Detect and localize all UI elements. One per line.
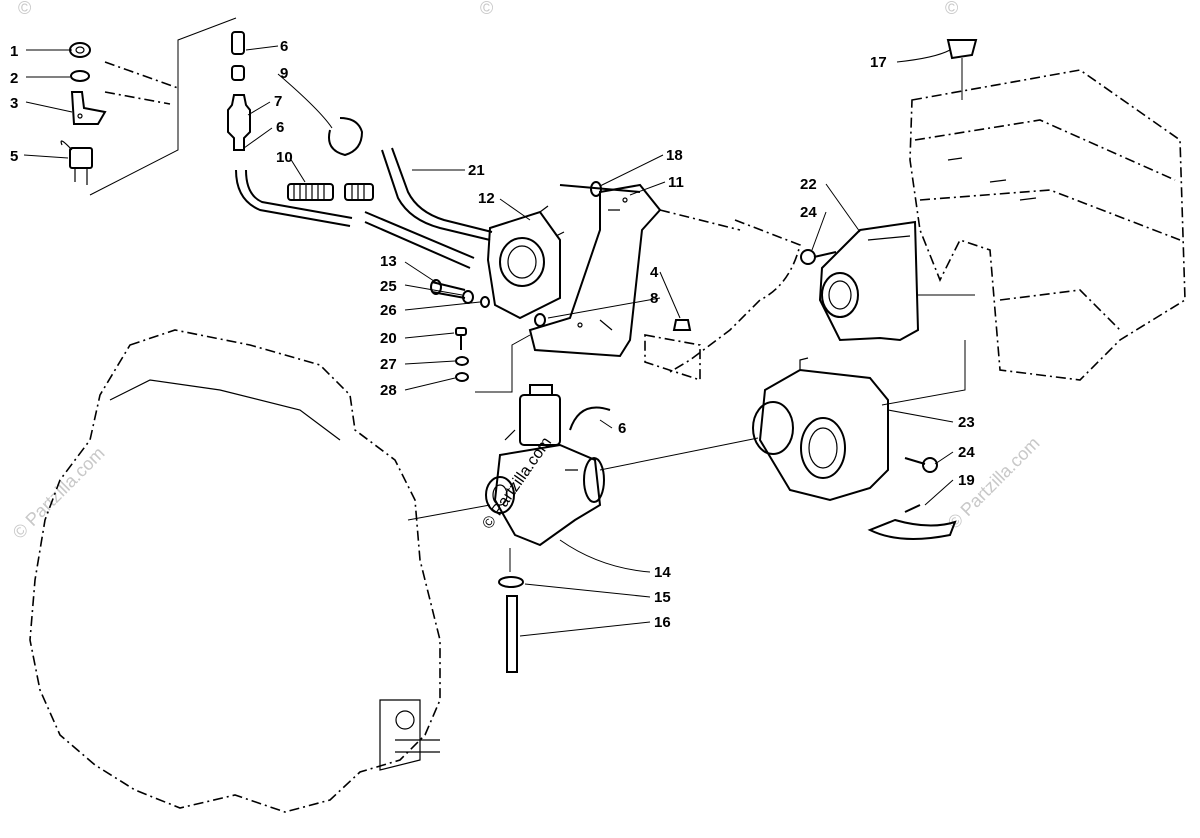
callout-15: 15	[654, 589, 671, 606]
callout-9: 9	[280, 65, 288, 82]
callout-14: 14	[654, 564, 671, 581]
part-24-screw-lower	[904, 457, 938, 473]
callout-6: 6	[618, 420, 626, 437]
airbox-housing-phantom	[909, 69, 1186, 381]
leader-lines	[23, 45, 954, 637]
callout-1: 1	[10, 43, 18, 60]
part-15-clamp	[498, 576, 524, 588]
fuel-hose	[235, 169, 351, 227]
callout-26: 26	[380, 302, 397, 319]
part-4-nut	[672, 319, 692, 331]
callout-17: 17	[870, 54, 887, 71]
part-22-silencer-upper	[818, 220, 920, 342]
callout-7: 7	[274, 93, 282, 110]
part-11-mount-bracket	[528, 183, 662, 358]
callout-24: 24	[958, 444, 975, 461]
carb-silencer-line	[599, 437, 759, 471]
part-1-nut	[69, 42, 91, 58]
part-16-drain-tube	[506, 595, 518, 673]
part-23-silencer-lower	[752, 357, 889, 502]
callout-5: 5	[10, 148, 18, 165]
part-12-fuel-pump	[486, 205, 565, 320]
callout-13: 13	[380, 253, 397, 270]
part-20-bolt	[455, 327, 467, 350]
part-19-strap-tab	[904, 504, 921, 513]
callout-24: 24	[800, 204, 817, 221]
part-10-springs	[287, 183, 374, 201]
watermark-text-center: © Partzilla.com	[479, 434, 555, 532]
part-18-grommet	[590, 181, 602, 197]
part-17-clip	[946, 39, 978, 60]
part-21-hose-edge	[391, 147, 493, 233]
callout-22: 22	[800, 176, 817, 193]
assembly-line-23	[881, 340, 966, 406]
part-3-bracket	[70, 91, 107, 125]
part-8-washer	[534, 313, 546, 327]
part-9-clamp	[328, 117, 364, 157]
callout-28: 28	[380, 382, 397, 399]
callout-6: 6	[276, 119, 284, 136]
callout-19: 19	[958, 472, 975, 489]
mount-phantom-lines	[104, 61, 179, 105]
part-7-fuel-filter	[227, 94, 251, 151]
callout-6: 6	[280, 38, 288, 55]
callout-4: 4	[650, 264, 659, 281]
part-2-washer	[70, 70, 90, 82]
callout-2: 2	[10, 70, 18, 87]
part-6-hose-sleeve	[231, 31, 245, 81]
assembly-bracket-line	[89, 17, 237, 196]
callout-18: 18	[666, 147, 683, 164]
part-19-strap	[867, 518, 957, 540]
callout-3: 3	[10, 95, 18, 112]
copyright-mark: ©	[945, 0, 958, 18]
callout-21: 21	[468, 162, 485, 179]
callout-25: 25	[380, 278, 397, 295]
part-5-switch	[60, 140, 93, 185]
part-26-washer	[480, 296, 490, 308]
engine-carb-line	[407, 504, 491, 521]
chassis-phantom	[644, 209, 801, 382]
part-21-hose	[381, 149, 491, 241]
callout-11: 11	[668, 174, 684, 191]
callout-16: 16	[654, 614, 671, 631]
callout-23: 23	[958, 414, 975, 431]
callout-27: 27	[380, 356, 397, 373]
callout-12: 12	[478, 190, 495, 207]
assembly-line-28	[475, 334, 531, 393]
callout-20: 20	[380, 330, 397, 347]
copyright-mark: ©	[480, 0, 493, 18]
callout-labels: 1 2 3 5 6 9 7 6 10 21 12 18 11 13 25 26 …	[10, 38, 975, 631]
callout-10: 10	[276, 149, 293, 166]
vent-hose	[364, 211, 475, 269]
engine-outline	[29, 329, 441, 813]
watermark-text-left: © Partzilla.com	[9, 443, 109, 543]
callout-8: 8	[650, 290, 658, 307]
part-27-washer	[455, 356, 469, 366]
copyright-mark: ©	[18, 0, 31, 18]
part-14-carburetor	[485, 384, 611, 547]
fuel-hose-edge	[245, 169, 353, 219]
part-24-screw-upper	[800, 249, 837, 265]
part-28-washer	[455, 372, 469, 382]
